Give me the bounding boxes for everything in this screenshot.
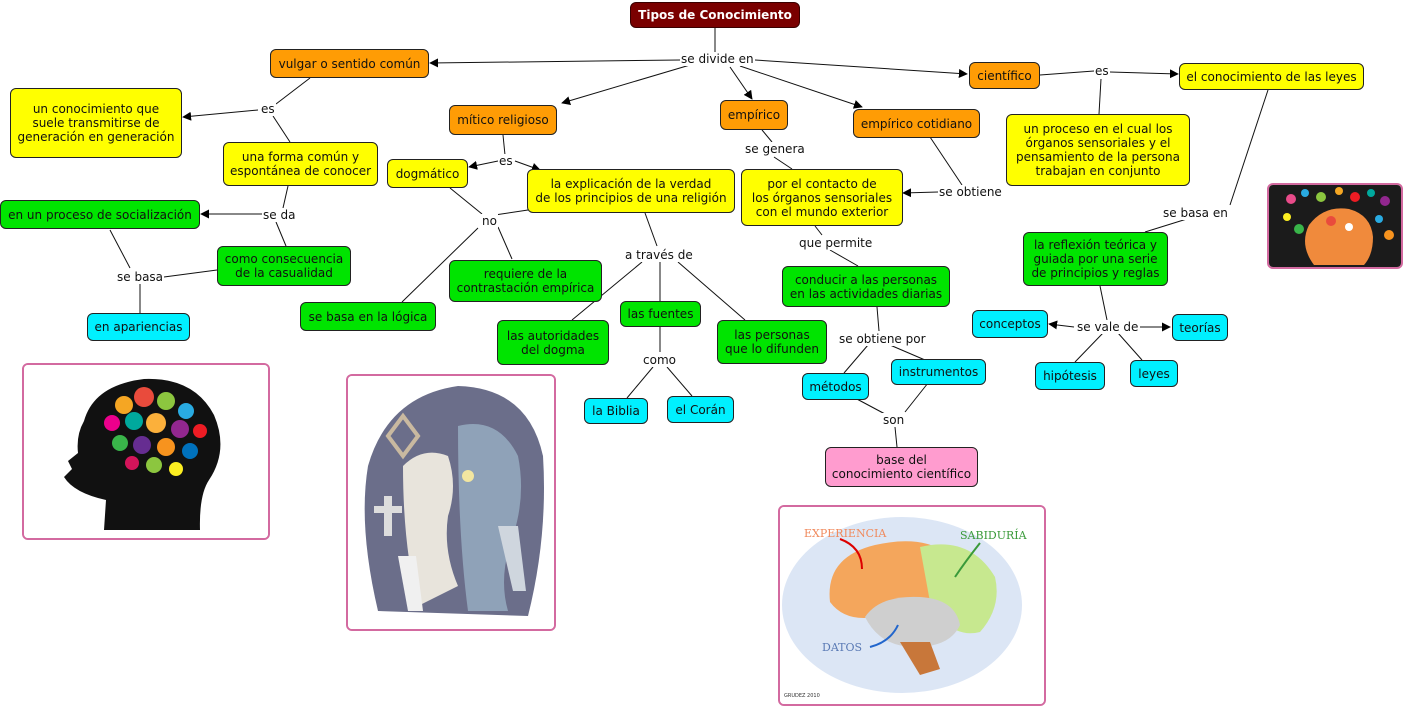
- node-dogmatico-label: dogmático: [395, 166, 460, 181]
- node-cientifico[interactable]: científico: [969, 62, 1040, 89]
- head-bubbles-image: [22, 363, 270, 540]
- religion-faces-image: [346, 374, 556, 631]
- node-hipotesis[interactable]: hipótesis: [1035, 362, 1105, 390]
- node-explicacion-verdad[interactable]: la explicación de la verdad de los princ…: [527, 169, 735, 213]
- node-base-cientifico-label: base del conocimiento científico: [831, 453, 972, 481]
- link-se-divide-en: se divide en: [680, 52, 755, 66]
- node-personas-difunden[interactable]: las personas que lo difunden: [717, 320, 827, 364]
- link-se-basa: se basa: [116, 270, 165, 284]
- node-metodos[interactable]: métodos: [802, 373, 869, 400]
- node-autoridades[interactable]: las autoridades del dogma: [497, 320, 609, 365]
- node-coran[interactable]: el Corán: [667, 396, 734, 423]
- link-no: no: [481, 214, 498, 228]
- brain-diagram-image: EXPERIENCIA SABIDURÍA DATOS GRUDEZ 2010: [778, 505, 1046, 706]
- node-contrastacion[interactable]: requiere de la contrastación empírica: [449, 260, 602, 302]
- node-proceso-socializacion-label: en un proceso de socialización: [8, 207, 192, 222]
- brain-label-sabiduria: SABIDURÍA: [960, 528, 1028, 542]
- node-apariencias[interactable]: en apariencias: [87, 313, 190, 341]
- node-conocimiento-leyes[interactable]: el conocimiento de las leyes: [1179, 63, 1364, 90]
- node-consecuencia-casualidad[interactable]: como consecuencia de la casualidad: [217, 246, 351, 286]
- node-teorias-label: teorías: [1179, 320, 1221, 335]
- node-conducir-personas[interactable]: conducir a las personas en las actividad…: [782, 266, 950, 307]
- link-que-permite: que permite: [798, 236, 874, 250]
- node-conocimiento-transmitirse-label: un conocimiento que suele transmitirse d…: [17, 102, 175, 144]
- node-forma-comun[interactable]: una forma común y espontánea de conocer: [223, 142, 378, 186]
- node-conocimiento-leyes-label: el conocimiento de las leyes: [1186, 69, 1357, 84]
- node-autoridades-label: las autoridades del dogma: [506, 328, 600, 357]
- node-contrastacion-label: requiere de la contrastación empírica: [456, 267, 595, 295]
- node-contacto-organos[interactable]: por el contacto de los órganos sensorial…: [741, 169, 903, 226]
- node-mitico-label: mítico religioso: [457, 113, 549, 127]
- link-se-obtiene: se obtiene: [938, 185, 1003, 199]
- node-personas-difunden-label: las personas que lo difunden: [725, 328, 819, 356]
- link-es-cientifico: es: [1094, 64, 1110, 78]
- link-como: como: [642, 353, 677, 367]
- node-reflexion-teorica-label: la reflexión teórica y guiada por una se…: [1031, 238, 1160, 280]
- node-fuentes-label: las fuentes: [627, 307, 694, 321]
- node-metodos-label: métodos: [809, 379, 862, 394]
- link-se-obtiene-por: se obtiene por: [838, 332, 927, 346]
- node-reflexion-teorica[interactable]: la reflexión teórica y guiada por una se…: [1023, 232, 1168, 286]
- node-vulgar[interactable]: vulgar o sentido común: [270, 49, 429, 78]
- node-biblia-label: la Biblia: [592, 404, 640, 418]
- node-proceso-socializacion[interactable]: en un proceso de socialización: [0, 200, 200, 229]
- brain-label-experiencia: EXPERIENCIA: [804, 527, 887, 540]
- node-logica[interactable]: se basa en la lógica: [300, 302, 436, 331]
- brain-label-datos: DATOS: [822, 641, 862, 654]
- brain-credit: GRUDEZ 2010: [784, 693, 820, 699]
- link-se-genera: se genera: [744, 142, 806, 156]
- head-icons-image: [1267, 183, 1403, 269]
- node-leyes[interactable]: leyes: [1130, 360, 1178, 387]
- link-se-basa-en: se basa en: [1162, 206, 1229, 220]
- node-consecuencia-casualidad-label: como consecuencia de la casualidad: [224, 252, 344, 280]
- link-a-traves-de: a través de: [624, 248, 694, 262]
- node-dogmatico[interactable]: dogmático: [387, 159, 468, 188]
- link-es-mitico: es: [498, 154, 514, 168]
- link-se-da: se da: [262, 208, 297, 222]
- node-fuentes[interactable]: las fuentes: [620, 301, 701, 327]
- node-explicacion-verdad-label: la explicación de la verdad de los princ…: [535, 177, 727, 205]
- node-instrumentos-label: instrumentos: [898, 365, 979, 379]
- node-biblia[interactable]: la Biblia: [584, 398, 648, 424]
- node-proceso-organos-label: un proceso en el cual los órganos sensor…: [1016, 122, 1180, 178]
- title-node[interactable]: Tipos de Conocimiento: [630, 2, 800, 28]
- node-vulgar-label: vulgar o sentido común: [278, 56, 421, 71]
- node-instrumentos[interactable]: instrumentos: [891, 359, 986, 385]
- node-base-cientifico[interactable]: base del conocimiento científico: [825, 447, 978, 487]
- link-son: son: [882, 413, 906, 427]
- node-conocimiento-transmitirse[interactable]: un conocimiento que suele transmitirse d…: [10, 88, 182, 158]
- link-se-vale-de: se vale de: [1076, 320, 1140, 334]
- node-empirico[interactable]: empírico: [720, 100, 788, 130]
- node-teorias[interactable]: teorías: [1172, 314, 1228, 341]
- node-contacto-organos-label: por el contacto de los órganos sensorial…: [751, 176, 893, 219]
- node-leyes-label: leyes: [1138, 366, 1170, 381]
- node-empirico-label: empírico: [727, 108, 781, 122]
- node-cientifico-label: científico: [977, 68, 1032, 83]
- node-mitico[interactable]: mítico religioso: [449, 105, 557, 135]
- node-empirico-cotidiano-label: empírico cotidiano: [860, 116, 973, 131]
- node-conducir-personas-label: conducir a las personas en las actividad…: [789, 272, 943, 301]
- node-proceso-organos[interactable]: un proceso en el cual los órganos sensor…: [1006, 114, 1190, 186]
- node-conceptos-label: conceptos: [979, 317, 1041, 331]
- node-forma-comun-label: una forma común y espontánea de conocer: [229, 150, 372, 178]
- node-hipotesis-label: hipótesis: [1043, 369, 1097, 383]
- link-es-vulgar: es: [260, 102, 276, 116]
- node-logica-label: se basa en la lógica: [308, 309, 428, 324]
- node-apariencias-label: en apariencias: [94, 320, 183, 334]
- node-coran-label: el Corán: [675, 402, 726, 417]
- title-text: Tipos de Conocimiento: [638, 8, 792, 22]
- node-conceptos[interactable]: conceptos: [972, 310, 1048, 338]
- node-empirico-cotidiano[interactable]: empírico cotidiano: [853, 109, 980, 138]
